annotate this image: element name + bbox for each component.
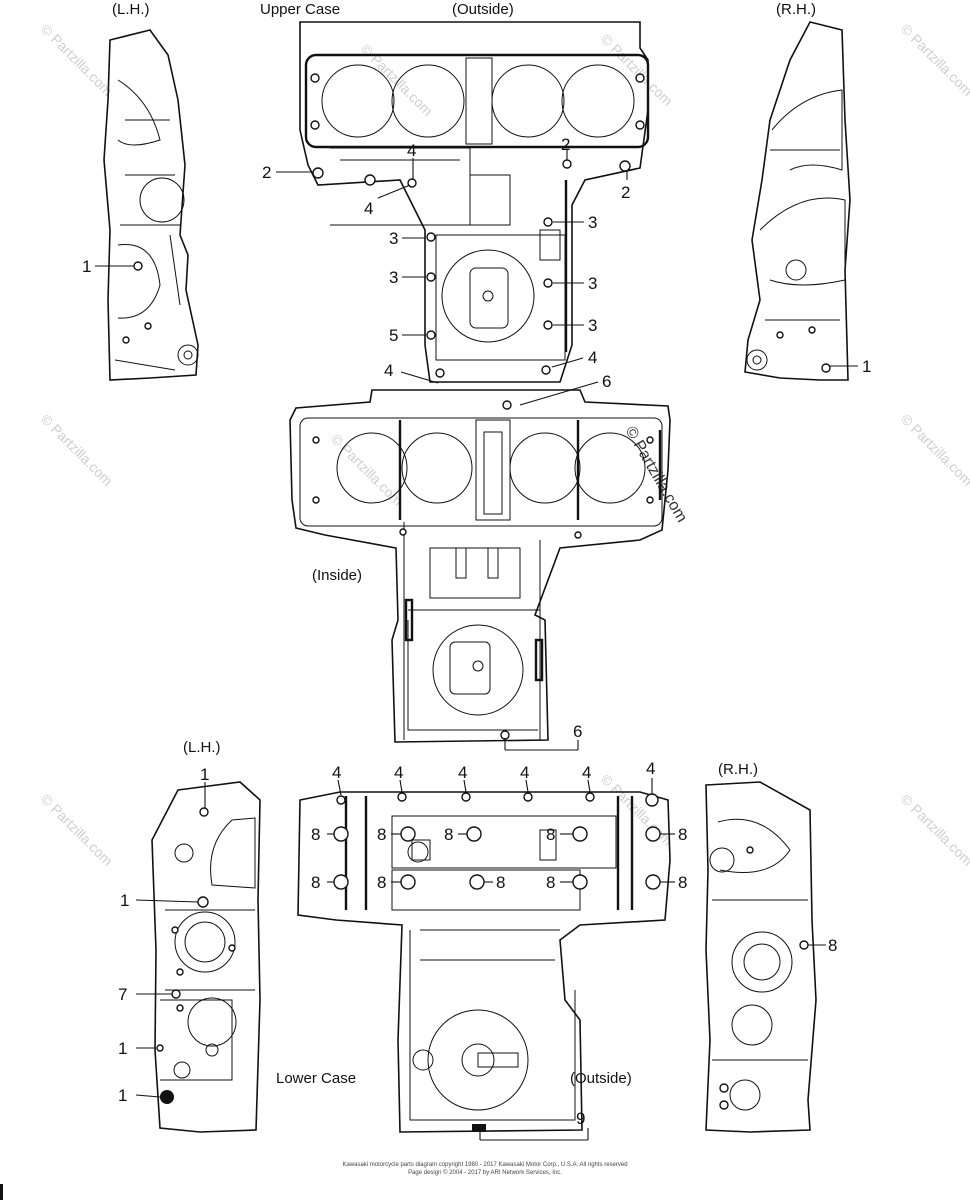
watermark: © Partzilla.com: [598, 771, 676, 849]
callout-4: 4: [588, 348, 597, 367]
callout-3: 3: [588, 274, 597, 293]
lower-case-outside-view: [297, 791, 671, 1133]
watermark: © Partzilla.com: [38, 411, 116, 489]
upper-lh-label: (L.H.): [112, 1, 150, 18]
upper-lh-side-view: [103, 29, 199, 381]
callout-3: 3: [389, 229, 398, 248]
copyright-line-1: Kawasaki motorcycle parts diagram copyri…: [342, 1162, 627, 1168]
callout-5: 5: [389, 326, 398, 345]
watermark: © Partzilla.com: [898, 411, 970, 489]
upper-case-label: Upper Case: [260, 1, 340, 18]
upper-rh-label: (R.H.): [776, 1, 816, 18]
callout-8: 8: [311, 873, 320, 892]
copyright-line-2: Page design © 2004 - 2017 by ARI Network…: [408, 1169, 562, 1176]
callout-8: 8: [496, 873, 505, 892]
callout-3: 3: [588, 213, 597, 232]
callout-8: 8: [546, 873, 555, 892]
page-edge-mark: [0, 1184, 3, 1200]
callout-6: 6: [602, 372, 611, 391]
callout-2: 2: [561, 135, 570, 154]
callout-8: 8: [678, 873, 687, 892]
callout-4: 4: [458, 763, 467, 782]
callout-4: 4: [394, 763, 403, 782]
watermark: © Partzilla.com: [358, 41, 436, 119]
watermark: © Partzilla.com: [328, 431, 406, 509]
callout-2: 2: [621, 183, 630, 202]
callout-1: 1: [862, 357, 871, 376]
callout-4: 4: [364, 199, 373, 218]
callout-4: 4: [582, 763, 591, 782]
callout-1: 1: [118, 1086, 127, 1105]
callout-1: 1: [82, 257, 91, 276]
callout-9: 9: [576, 1109, 585, 1128]
upper-case-inside-view: [289, 389, 671, 743]
lower-rh-side-view: [705, 781, 817, 1133]
callout-4: 4: [646, 759, 655, 778]
lower-lh-side-view: [151, 781, 261, 1133]
watermark: © Partzilla.com: [598, 31, 676, 109]
callout-8: 8: [546, 825, 555, 844]
callout-3: 3: [588, 316, 597, 335]
lower-rh-label: (R.H.): [718, 761, 758, 778]
callout-4: 4: [332, 763, 341, 782]
callout-3: 3: [389, 268, 398, 287]
upper-case-outside-view: [299, 21, 650, 383]
watermark: © Partzilla.com: [898, 791, 970, 869]
callout-6: 6: [573, 722, 582, 741]
callout-4: 4: [407, 141, 416, 160]
callout-1: 1: [120, 891, 129, 910]
lower-case-label: Lower Case: [276, 1070, 356, 1087]
watermark: © Partzilla.com: [38, 21, 116, 99]
callout-8: 8: [377, 873, 386, 892]
upper-rh-side-view: [744, 21, 851, 381]
callout-8: 8: [311, 825, 320, 844]
callout-4: 4: [520, 763, 529, 782]
callout-2: 2: [262, 163, 271, 182]
upper-outside-label: (Outside): [452, 1, 514, 18]
lower-lh-label: (L.H.): [183, 739, 221, 756]
callout-8: 8: [828, 936, 837, 955]
callout-8: 8: [444, 825, 453, 844]
lower-outside-label: (Outside): [570, 1070, 632, 1087]
callout-8: 8: [678, 825, 687, 844]
callout-4: 4: [384, 361, 393, 380]
inside-label: (Inside): [312, 567, 362, 584]
watermark: © Partzilla.com: [38, 791, 116, 869]
callout-1: 1: [200, 765, 209, 784]
callout-8: 8: [377, 825, 386, 844]
watermark-large: © Partzilla.com: [622, 424, 691, 526]
watermark: © Partzilla.com: [898, 21, 970, 99]
callout-7: 7: [118, 985, 127, 1004]
callout-1: 1: [118, 1039, 127, 1058]
